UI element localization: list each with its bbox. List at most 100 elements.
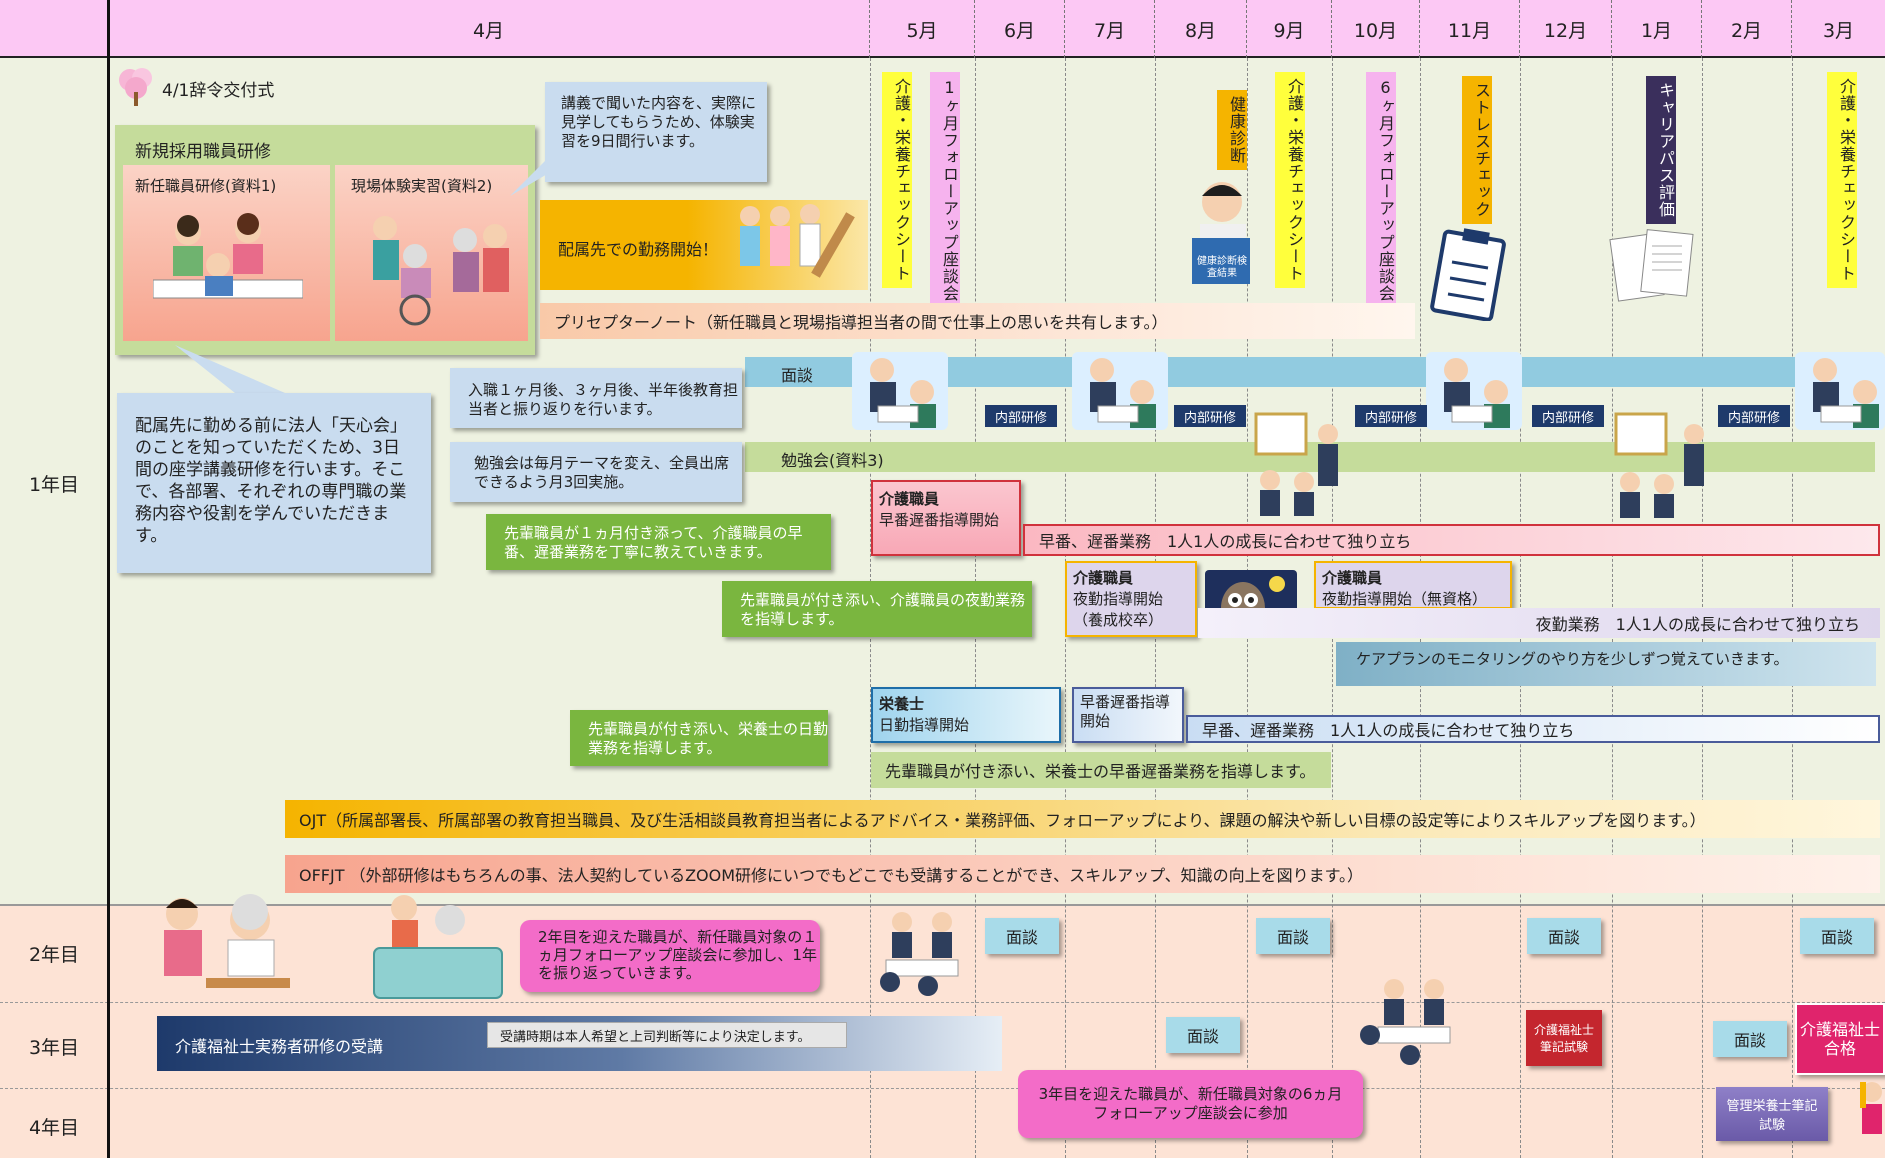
nutrition-sub: 日勤指導開始: [879, 716, 970, 734]
internal-training-tag: 内部研修: [1532, 405, 1604, 427]
practice-illustration: [355, 210, 515, 330]
meeting-illustration: [872, 906, 972, 998]
training-1-label: 新任職員研修(資料1): [135, 177, 277, 195]
year4-row: [0, 1088, 1885, 1158]
interview-bar-label: 面談: [781, 366, 814, 385]
new-hire-box-title: 新規採用職員研修: [135, 142, 271, 162]
month-april: 4月: [108, 0, 870, 58]
month-february: 2月: [1702, 0, 1792, 58]
year2-callout: 2年目を迎えた職員が、新任職員対象の１ヵ月フォローアップ座談会に参加し、1年を振…: [520, 920, 820, 992]
followup-1m-label: 1ヶ月フォローアップ座談会: [930, 72, 960, 308]
preceptor-note-bar: プリセプターノート（新任職員と現場指導担当者の間で仕事上の思いを共有します。）: [540, 303, 1415, 339]
celebration-icon: [1858, 1078, 1885, 1148]
care-night-box: 介護職員 夜勤指導開始 （養成校卒）: [1065, 561, 1197, 637]
presentation-illustration: [1608, 410, 1718, 522]
dietitian-exam: 管理栄養士筆記試験: [1716, 1087, 1828, 1141]
bath-assist-illustration: [370, 890, 505, 1000]
callout-pointer: [510, 160, 554, 196]
nutrition-shift-note: 先輩職員が付き添い、栄養士の早番遅番業務を指導します。: [871, 752, 1331, 788]
cherry-blossom-icon: [114, 64, 158, 108]
study-callout: 勉強会は毎月テーマを変え、全員出席できるよう月3回実施。: [450, 442, 742, 502]
internal-training-tag: 内部研修: [1174, 405, 1246, 427]
interview-illustration: [1426, 352, 1522, 430]
year2-interview: 面談: [1800, 918, 1874, 954]
interview-callout: 入職１ヶ月後、３ヶ月後、半年後教育担当者と振り返りを行います。: [450, 368, 742, 428]
practice-callout: 講義で聞いた内容を、実際に見学してもらうため、体験実習を9日間行います。: [545, 82, 767, 182]
ceremony-label: 4/1辞令交付式: [162, 81, 275, 101]
health-check-label: 健康診断: [1217, 90, 1247, 170]
training-panel-1: 新任職員研修(資料1): [123, 165, 330, 341]
clipboard-icon: [1430, 226, 1510, 322]
students-illustration: [152, 210, 304, 320]
study-session-label: 勉強会(資料3): [781, 451, 884, 470]
internal-training-tag: 内部研修: [985, 405, 1057, 427]
month-january: 1月: [1612, 0, 1702, 58]
care-night2-title: 介護職員: [1322, 569, 1383, 587]
nutrition-day-box: 栄養士 日勤指導開始: [871, 687, 1061, 743]
year3-interview: 面談: [1166, 1017, 1240, 1053]
presentation-illustration: [1248, 410, 1352, 520]
practitioner-training-bar: 介護福祉士実務者研修の受講 受講時期は本人希望と上司判断等により決定します。: [157, 1016, 1002, 1071]
care-early-callout: 先輩職員が１ヵ月付き添って、介護職員の早番、遅番業務を丁寧に教えていきます。: [486, 514, 831, 570]
year-label-2: 2年目: [28, 944, 80, 966]
nutrition-shift-box: 早番遅番指導開始: [1072, 687, 1184, 743]
career-path-label: キャリアパス評価: [1646, 76, 1676, 224]
month-november: 11月: [1420, 0, 1520, 58]
training-timing-note: 受講時期は本人希望と上司判断等により決定します。: [487, 1022, 847, 1048]
month-march: 3月: [1822, 19, 1855, 42]
internal-training-tag: 内部研修: [1718, 405, 1790, 427]
care-worker-exam: 介護福祉士筆記試験: [1526, 1010, 1602, 1066]
care-early-sub: 早番遅番指導開始: [879, 511, 1000, 529]
month-october: 10月: [1332, 0, 1420, 58]
year2-interview: 面談: [1256, 918, 1330, 954]
month-may: 5月: [870, 0, 975, 58]
year-axis-line: [107, 0, 110, 1158]
assignment-start-label: 配属先での勤務開始！: [558, 240, 719, 259]
new-hire-training-box: 新規採用職員研修 新任職員研修(資料1) 現場体験実習(資料2): [115, 125, 535, 355]
care-early-box: 介護職員 早番遅番指導開始: [871, 480, 1021, 556]
nutrition-title: 栄養士: [879, 695, 925, 713]
training-2-label: 現場体験実習(資料2): [351, 177, 493, 195]
care-night2-sub: 夜勤指導開始（無資格）: [1322, 590, 1488, 608]
health-check-illustration: 健康診断検査結果: [1170, 172, 1270, 292]
nutrition-shift-bar: 早番、遅番業務 1人1人の成長に合わせて独り立ち: [1186, 715, 1880, 743]
year2-interview: 面談: [985, 918, 1059, 954]
callout-pointer: [165, 345, 285, 395]
staff-illustration: [728, 200, 868, 294]
care-early-title: 介護職員: [879, 490, 940, 508]
year2-interview: 面談: [1527, 918, 1601, 954]
care-check-sheet-may: 介護・栄養チェックシート: [882, 72, 912, 288]
meal-assist-illustration: [150, 890, 295, 995]
interview-illustration: [852, 352, 948, 430]
month-july: 7月: [1065, 0, 1155, 58]
month-header: [0, 0, 1885, 58]
ojt-bar: OJT（所属部署長、所属部署の教育担当職員、及び生活相談員教育担当者によるアドバ…: [285, 800, 1880, 838]
careplan-bar: ケアプランのモニタリングのやり方を少しずつ覚えていきます。: [1336, 642, 1876, 686]
assignment-start-bar: 配属先での勤務開始！: [540, 200, 868, 290]
internal-training-tag: 内部研修: [1355, 405, 1427, 427]
nutrition-callout: 先輩職員が付き添い、栄養士の日勤業務を指導します。: [570, 710, 828, 766]
night-shift-bar: 夜勤業務 1人1人の成長に合わせて独り立ち: [1198, 608, 1880, 638]
meeting-illustration: [1350, 975, 1458, 1067]
care-night-callout: 先輩職員が付き添い、介護職員の夜勤業務を指導します。: [722, 581, 1032, 637]
care-check-sheet-sep: 介護・栄養チェックシート: [1275, 72, 1305, 288]
followup-6m-label: 6ヶ月フォローアップ座談会: [1366, 72, 1396, 308]
month-august: 8月: [1155, 0, 1247, 58]
month-june: 6月: [975, 0, 1065, 58]
offjt-bar: OFFJT （外部研修はもちろんの事、法人契約しているZOOM研修にいつでもどこ…: [285, 855, 1880, 893]
care-night-sub2: （養成校卒）: [1073, 611, 1164, 629]
interview-illustration: [1072, 352, 1168, 430]
stress-check-label: ストレスチェック: [1462, 76, 1492, 224]
care-night-title: 介護職員: [1073, 569, 1134, 587]
month-december: 12月: [1520, 0, 1612, 58]
year3-interview: 面談: [1713, 1021, 1787, 1057]
interview-illustration: [1795, 352, 1885, 430]
care-night-sub: 夜勤指導開始: [1073, 590, 1164, 608]
care-worker-pass: 介護福祉士合格: [1795, 1003, 1885, 1075]
care-check-sheet-mar: 介護・栄養チェックシート: [1827, 72, 1857, 288]
health-result-book: 健康診断検査結果: [1197, 256, 1247, 279]
documents-icon: [1608, 222, 1698, 312]
care-early-bar: 早番、遅番業務 1人1人の成長に合わせて独り立ち: [1023, 524, 1880, 556]
year-label-4: 4年目: [28, 1117, 80, 1139]
lecture-callout: 配属先に勤める前に法人「天心会」のことを知っていただくため、3日間の座学講義研修…: [117, 393, 431, 573]
